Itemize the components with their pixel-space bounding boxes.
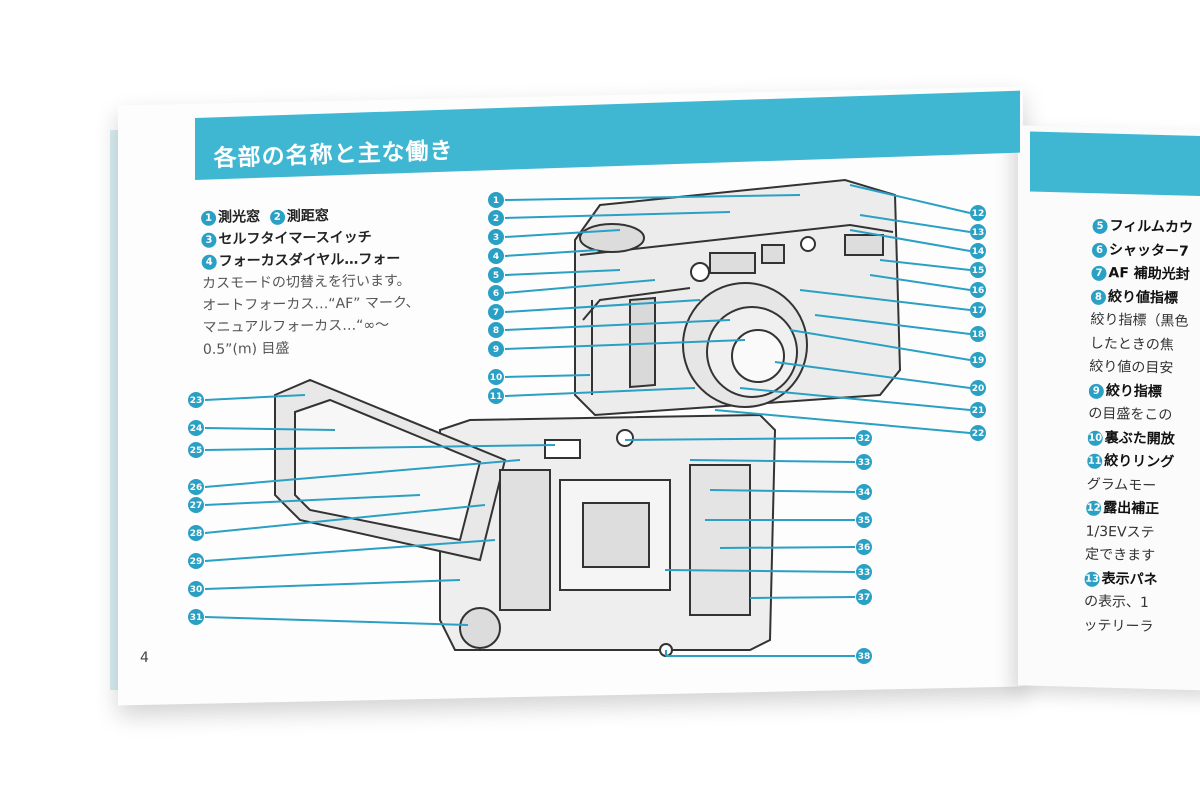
callout-number: 10 — [1087, 430, 1103, 446]
right-line: 絞り指標（黒色 — [1090, 311, 1189, 330]
right-item: AF 補助光封 — [1108, 265, 1190, 283]
callout-label: 1 — [493, 196, 499, 206]
callout-label: 29 — [190, 557, 203, 567]
right-line: グラムモー — [1086, 476, 1157, 494]
callout-leader-lines — [204, 184, 971, 657]
callout-label: 9 — [493, 345, 499, 355]
right-line: の表示、1 — [1083, 593, 1150, 612]
callout-group-bottom-left: 23 24 25 26 27 28 29 30 31 — [188, 392, 204, 625]
callout-label: 28 — [190, 529, 203, 539]
callout-number: 7 — [1091, 265, 1107, 282]
right-line: の目盛をこの — [1088, 405, 1173, 424]
right-item: 絞り指標 — [1105, 382, 1162, 400]
callout-label: 22 — [972, 429, 985, 439]
callout-number: 6 — [1091, 242, 1108, 258]
right-item: 絞り値指標 — [1107, 288, 1179, 307]
callout-label: 16 — [972, 286, 985, 296]
callout-label: 35 — [858, 516, 871, 526]
callout-label: 34 — [858, 488, 871, 498]
page-number: 4 — [140, 650, 149, 666]
callout-label: 20 — [972, 384, 985, 394]
callout-label: 18 — [972, 330, 985, 340]
callout-label: 3 — [493, 233, 499, 243]
callout-label: 10 — [490, 373, 503, 383]
callout-label: 23 — [190, 396, 203, 406]
callout-label: 15 — [972, 266, 985, 276]
callout-label: 5 — [493, 271, 499, 281]
callout-markers: 1 2 3 4 5 6 7 8 9 10 11 12 13 14 15 16 1… — [188, 192, 986, 664]
right-line: したときの焦 — [1089, 335, 1175, 354]
callout-label: 32 — [858, 434, 871, 444]
callout-label: 4 — [493, 252, 499, 262]
right-item: シャッター7 — [1108, 241, 1189, 260]
callout-label: 6 — [493, 289, 499, 299]
right-item: 絞りリング — [1104, 453, 1175, 471]
callout-label: 26 — [190, 483, 203, 493]
right-item: フィルムカウ — [1109, 218, 1194, 236]
callout-number: 8 — [1090, 289, 1107, 305]
callout-number: 11 — [1087, 453, 1103, 469]
camera-front-drawing — [574, 178, 902, 417]
callout-label: 36 — [858, 543, 871, 553]
right-line: 定できます — [1084, 546, 1156, 565]
callout-number: 9 — [1088, 383, 1104, 399]
callout-group-bottom-right: 32 33 34 35 36 33 37 38 — [856, 430, 872, 664]
callout-label: 38 — [858, 652, 871, 662]
right-item: 表示パネ — [1101, 570, 1158, 588]
callout-label: 13 — [972, 228, 985, 238]
callout-label: 21 — [972, 406, 985, 416]
right-item: 裏ぶた開放 — [1104, 429, 1175, 448]
callout-label: 19 — [972, 356, 985, 366]
right-line: ッテリーラ — [1083, 617, 1154, 635]
callout-label: 12 — [972, 209, 985, 219]
callout-label: 37 — [858, 593, 871, 603]
right-line: 絞り値の目安 — [1089, 358, 1174, 377]
callout-label: 14 — [972, 247, 985, 257]
callout-label: 7 — [493, 308, 499, 318]
callout-label: 33 — [858, 458, 871, 468]
callout-label: 27 — [190, 501, 203, 511]
callout-label: 17 — [972, 306, 985, 316]
callout-label: 11 — [490, 392, 503, 402]
callout-label: 8 — [493, 326, 499, 336]
callout-label: 33 — [858, 568, 871, 578]
right-item: 露出補正 — [1102, 500, 1160, 518]
callout-label: 30 — [190, 585, 203, 595]
callout-label: 31 — [190, 613, 203, 623]
callout-number: 12 — [1085, 500, 1102, 516]
callout-label: 24 — [190, 424, 203, 434]
callout-number: 13 — [1084, 571, 1100, 587]
callout-group-right: 12 13 14 15 16 17 18 19 20 21 22 — [970, 205, 986, 441]
callout-number: 5 — [1092, 218, 1108, 235]
right-line: 1/3EVステ — [1085, 523, 1155, 541]
callout-label: 25 — [190, 446, 203, 456]
callout-group-left: 1 2 3 4 5 6 7 8 9 10 11 — [488, 192, 504, 404]
callout-label: 2 — [493, 214, 499, 224]
